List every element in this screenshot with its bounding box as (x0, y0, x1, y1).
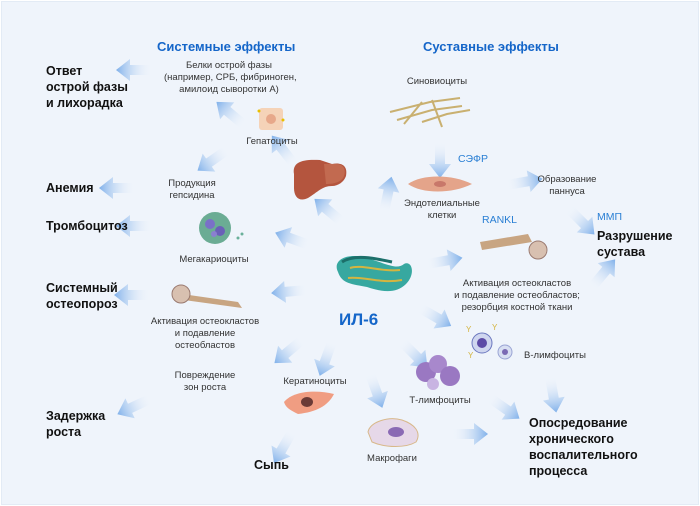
mmp-mediator-label: ММП (597, 211, 623, 223)
outcome-chronic-inflammation: Опосредование хронического воспалительно… (529, 416, 638, 478)
hepcidin-label: Продукция гепсидина (168, 178, 216, 201)
outcome-anemia: Анемия (46, 181, 94, 195)
arrow-synoviocytes-to-endothelial-icon (429, 142, 451, 178)
arrow-tlymph-to-inflammation-icon (483, 388, 526, 428)
arrow-il6-to-bone-icon (270, 279, 308, 305)
growth-zone-damage-label: Повреждение зон роста (174, 370, 236, 393)
synoviocytes-icon (389, 97, 471, 128)
arrow-il6-to-megakaryocytes-icon (271, 222, 313, 256)
megakaryocyte-icon (199, 212, 244, 244)
outcome-rash: Сыпь (254, 458, 289, 472)
arrow-il6-to-rankl-bone-icon (425, 246, 465, 275)
megakaryocytes-label: Мегакариоциты (179, 254, 249, 265)
acute-phase-proteins-label: Белки острой фазы (например, СРБ, фибрин… (164, 60, 297, 95)
outcome-growth-delay: Задержка роста (46, 409, 106, 439)
outcome-osteoporosis: Системный остеопороз (46, 281, 118, 311)
arrow-hepatocyte-to-proteins-icon (209, 93, 252, 134)
femur-left-icon (171, 284, 242, 308)
b-lymphocytes-label: В-лимфоциты (524, 350, 586, 361)
pannus-formation-label: Образование паннуса (537, 174, 597, 197)
arrow-growth-delay-icon (112, 389, 155, 425)
arrow-anemia-icon (99, 177, 135, 199)
outcome-joint-destruction: Разрушение сустава (597, 229, 673, 259)
femur-right-icon (480, 234, 548, 260)
vegf-mediator-label: СЭФР (458, 153, 488, 165)
macrophage-icon (367, 418, 419, 447)
outcome-thrombocytosis: Тромбоцитоз (46, 219, 128, 233)
svg-text:Y: Y (466, 325, 472, 334)
keratinocyte-icon (284, 391, 334, 414)
arrow-il6-to-keratinocytes-icon (309, 338, 343, 380)
svg-text:Y: Y (492, 323, 498, 332)
arrow-liver-to-hepcidin-icon (191, 140, 234, 180)
il6-label: ИЛ-6 (339, 310, 379, 329)
rankl-mediator-label: RANKL (482, 214, 518, 226)
endothelial-cells-label: Эндотелиальные клетки (404, 198, 480, 221)
arrow-osteoporosis-icon (114, 284, 150, 306)
endothelial-cell-icon (408, 176, 472, 192)
bone-resorption-label: Активация остеокластов и подавление осте… (454, 278, 580, 313)
synoviocytes-label: Синовиоциты (406, 76, 468, 87)
arrow-il6-to-growth-icon (267, 331, 310, 372)
keratinocytes-label: Кератиноциты (283, 376, 347, 387)
b-lymphocytes-icon: Y Y Y (466, 323, 513, 360)
arrow-macrophages-to-inflammation-icon (452, 423, 488, 445)
macrophages-label: Макрофаги (367, 453, 417, 464)
hepatocyte-icon (257, 108, 285, 130)
t-lymphocytes-icon (416, 355, 460, 390)
liver-icon (293, 159, 347, 200)
arrow-il6-to-liver-icon (307, 190, 350, 231)
outcome-acute-phase: Ответ острой фазы и лихорадка (46, 64, 128, 110)
arrow-blymph-to-inflammation-icon (539, 375, 568, 415)
t-lymphocytes-label: Т-лимфоциты (409, 395, 471, 406)
arrow-il6-to-synoviocytes-icon (373, 174, 403, 215)
systemic-effects-title: Системные эффекты (157, 39, 296, 54)
il6-molecule-icon (336, 255, 412, 292)
arrow-il6-to-macrophages-icon (359, 370, 393, 412)
joint-effects-title: Суставные эффекты (423, 39, 559, 54)
hepatocytes-label: Гепатоциты (246, 136, 298, 147)
svg-text:Y: Y (468, 351, 474, 360)
osteoclast-activation-label: Активация остеокластов и подавление осте… (150, 316, 260, 351)
